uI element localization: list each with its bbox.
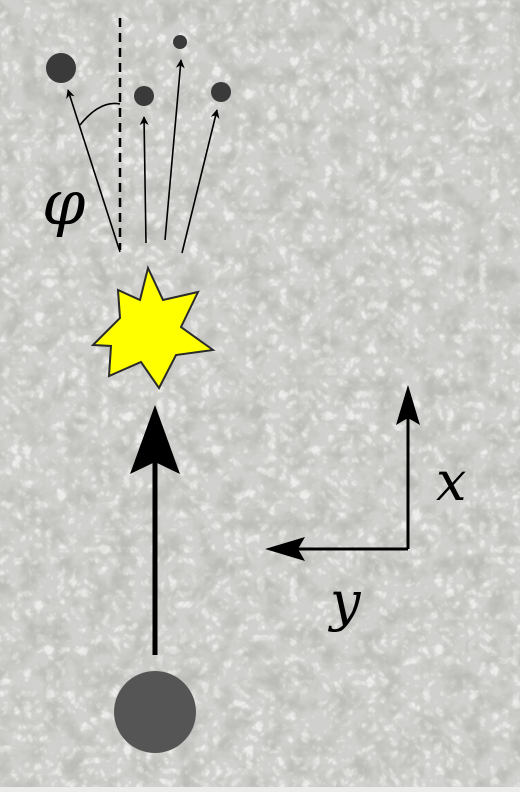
scatter-arrow-3 <box>164 59 185 241</box>
incoming-arrow-head <box>130 405 180 474</box>
angle-arc <box>79 102 121 126</box>
scatter-arrow-1 <box>66 89 121 253</box>
axis-x-label: x <box>436 450 466 513</box>
angle-label: φ <box>42 166 86 239</box>
outgoing-particle-3 <box>173 35 187 49</box>
incoming-particle <box>114 671 196 753</box>
collision-burst <box>90 265 216 390</box>
scatter-arrow-2 <box>139 116 149 244</box>
scatter-arrow-4 <box>181 109 220 254</box>
axis-y-label: y <box>328 570 362 633</box>
axis-x-arrowhead <box>396 385 420 425</box>
outgoing-particle-4 <box>211 82 231 102</box>
outgoing-particle-1 <box>46 53 76 83</box>
axis-y-arrowhead <box>265 537 305 561</box>
outgoing-particle-2 <box>134 86 154 106</box>
